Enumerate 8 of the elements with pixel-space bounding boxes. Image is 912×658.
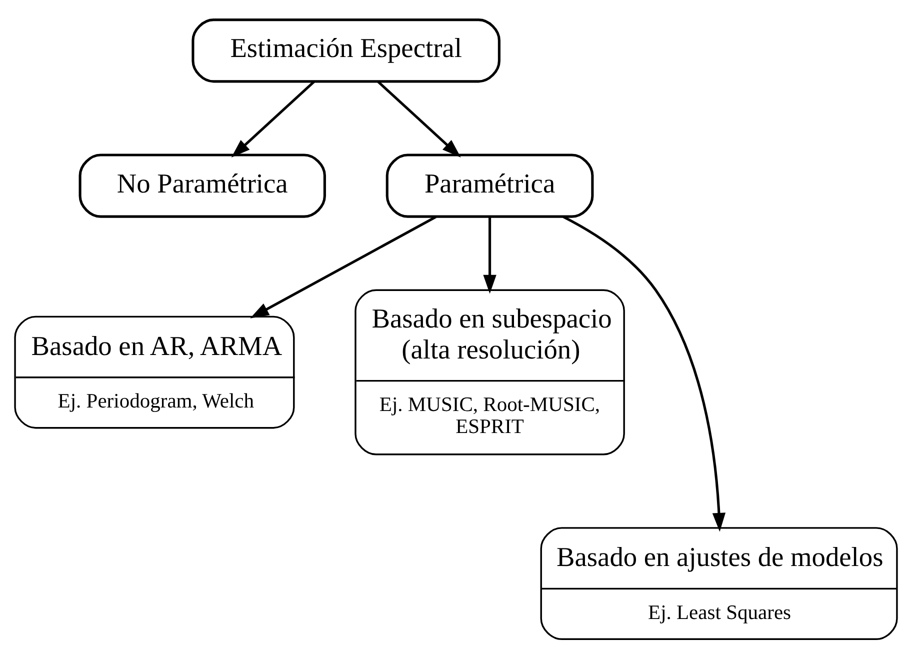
arrow [483, 216, 496, 294]
arrow [231, 80, 316, 158]
node-box: Paramétrica [386, 153, 594, 218]
arrow [562, 215, 726, 532]
arrow [377, 80, 461, 158]
node-box: No Paramétrica [78, 153, 326, 218]
node-box: Estimación Espectral [192, 18, 500, 82]
arrow [250, 215, 437, 318]
